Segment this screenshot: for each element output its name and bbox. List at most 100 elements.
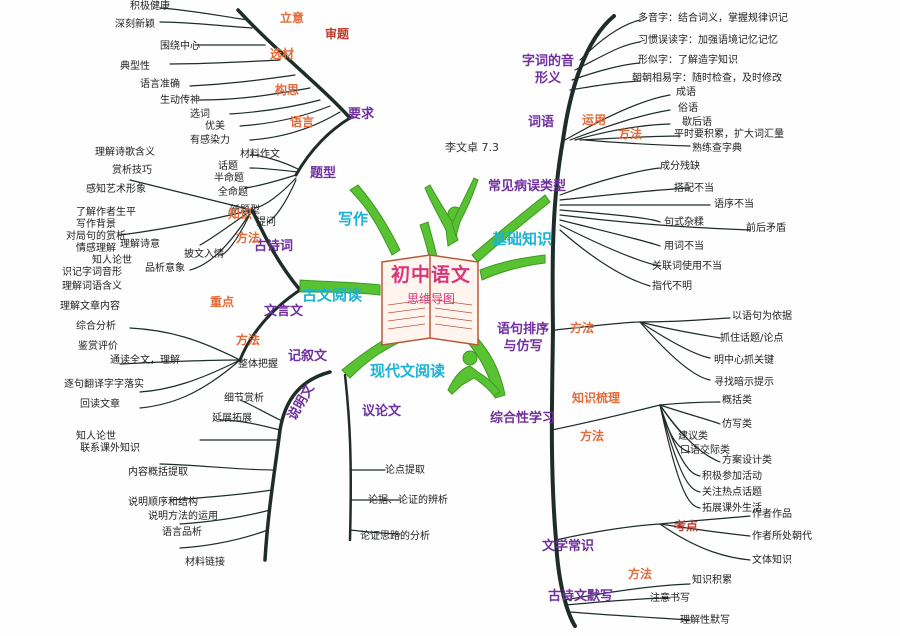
sentence-item: 以语句为依据: [732, 311, 792, 322]
basic-char-item: 多音字：结合词义，掌握规律识记: [638, 13, 788, 24]
right-trunk: [549, 14, 616, 628]
comprehensive-method: 方法: [580, 429, 605, 443]
modern-argumentative: 议论文: [362, 404, 402, 419]
classical-poetry-item: 了解作者生平: [76, 207, 136, 218]
book-illustration: [381, 254, 479, 346]
modern-narrative-item: 延展拓展: [212, 413, 252, 424]
classical-ancient-poetry: 古诗词: [254, 239, 294, 254]
literature-method: 方法: [628, 567, 653, 581]
center-subtitle: 思维导图: [406, 292, 455, 306]
basic-char-item: 形似字：了解造字知识: [638, 55, 738, 66]
modern-expository-item: 说明方法的运用: [148, 511, 218, 522]
writing-material: 选材: [270, 47, 295, 61]
main-sentence: 语句排序与仿写: [496, 322, 549, 354]
classical-method-item: 回读文章: [80, 399, 120, 410]
classical-poetry-item: 品析意象: [145, 263, 185, 274]
classical-poetry-item: 披文入情: [184, 249, 224, 260]
basic-error-item: 搭配不当: [674, 183, 714, 194]
sentence-item: 抓住话题/论点: [720, 333, 784, 344]
comprehensive-item: 关注热点话题: [702, 487, 762, 498]
literature-item: 作者所处朝代: [752, 531, 812, 542]
writing-type: 题型: [310, 166, 337, 181]
basic-error-item: 用词不当: [664, 241, 704, 252]
center-main-title: 初中语文: [390, 264, 471, 286]
figure-top-icon: [424, 177, 479, 247]
modern-narrative-item: 整体把握: [238, 359, 278, 370]
writing-item: 典型性: [120, 61, 150, 72]
green-connector-lower-right: [461, 329, 506, 399]
basic-phrase-item: 平时要积累，扩大词汇量: [674, 129, 784, 140]
comprehensive-item: 拓展课外生活: [702, 503, 762, 514]
writing-item: 积极健康: [130, 1, 170, 12]
main-basic: 基础知识: [492, 230, 553, 248]
green-connector-writing: [349, 184, 401, 256]
writing-item: 围绕中心: [160, 41, 200, 52]
comprehensive-item: 方案设计类: [722, 455, 772, 466]
writing-topic: 立意: [280, 11, 305, 25]
writing-type-item: 半命题: [214, 173, 244, 184]
modern-expository-item: 材料链接: [185, 557, 225, 568]
sentence-item: 明中心抓关键: [714, 355, 774, 366]
main-modern: 现代文阅读: [370, 362, 446, 380]
writing-structure: 构思: [275, 83, 300, 97]
writing-type-item: 材料作文: [240, 149, 280, 160]
classical-method-item: 通读全文，理解: [110, 355, 180, 366]
modern-narrative: 记叙文: [288, 349, 328, 364]
comprehensive-item: 概括类: [722, 395, 752, 406]
basic-phrase-item: 熟练查字典: [692, 143, 742, 154]
writing-review: 审题: [325, 27, 350, 41]
modern-narrative-item: 细节赏析: [224, 393, 264, 404]
classical-method-item: 逐句翻译字字落实: [64, 379, 144, 390]
literature-item: 知识积累: [692, 575, 732, 586]
classical-prose-item: 综合分析: [76, 321, 116, 332]
modern-expository-item: 联系课外知识: [80, 443, 140, 454]
comprehensive-item: 建议类: [678, 431, 708, 442]
modern-argumentative-item: 论据、论证的辨析: [368, 495, 448, 506]
comprehensive-knowledge: 知识梳理: [572, 391, 621, 405]
basic-phrase-item: 俗语: [678, 103, 698, 114]
comprehensive-item: 仿写类: [722, 419, 752, 430]
basic-common-error: 常见病误类型: [488, 179, 567, 194]
classical-poetry-item: 理解诗意: [120, 239, 160, 250]
figure-bottom-icon: [447, 350, 501, 397]
basic-char-item: 习惯误读字：加强语境记忆记忆: [638, 35, 778, 46]
writing-trunk: [236, 8, 352, 120]
modern-expository-item: 内容概括提取: [128, 467, 188, 478]
writing-language: 语言: [290, 115, 315, 129]
basic-error-item: 关联词使用不当: [652, 261, 722, 272]
basic-char-item: 朝朝相易字：随时检查，及时修改: [632, 73, 782, 84]
basic-error-item: 指代不明: [652, 281, 692, 292]
classical-prose: 文言文: [264, 304, 304, 319]
comprehensive-item: 积极参加活动: [702, 471, 762, 482]
classical-prose-item: 理解词语含义: [62, 281, 122, 292]
writing-item: 选词: [190, 109, 210, 120]
comprehensive-item: 口语交际类: [680, 445, 730, 456]
basic-usage: 运用: [582, 113, 607, 127]
classical-poetry-item: 情感理解: [76, 243, 116, 254]
writing-type-item: 新题型: [230, 205, 260, 216]
center-title: 初中语文 思维导图: [381, 260, 481, 307]
writing-type-item: 提问: [256, 217, 276, 228]
modern-expository-item: 语言品析: [162, 527, 202, 538]
classical-poetry-item: 写作背景: [76, 219, 116, 230]
writing-item: 语言准确: [140, 79, 180, 90]
writing-type-item: 全命题: [218, 187, 248, 198]
writing-requirements: 要求: [348, 107, 375, 122]
basic-phrases: 词语: [528, 115, 555, 130]
basic-characters: 字词的音形义: [521, 54, 574, 86]
modern-argumentative-item: 论证思路的分析: [360, 531, 430, 542]
classical-method2: 方法: [236, 333, 261, 347]
classical-poetry-item: 知人论世: [92, 255, 132, 266]
writing-type-item: 话题: [218, 161, 238, 172]
green-connector-basic: [479, 254, 546, 281]
literature-item: 作者作品: [752, 509, 792, 520]
sentence-method: 方法: [570, 321, 595, 335]
classical-knowledge: 知识: [228, 207, 253, 221]
basic-error-item: 句式杂糅: [664, 217, 704, 228]
writing-item: 有感染力: [190, 135, 230, 146]
classical-poetry-item: 对局句的赏析: [66, 231, 126, 242]
classical-poetry-item: 感知艺术形象: [86, 184, 146, 195]
classical-prose-item: 鉴赏评价: [78, 341, 118, 352]
